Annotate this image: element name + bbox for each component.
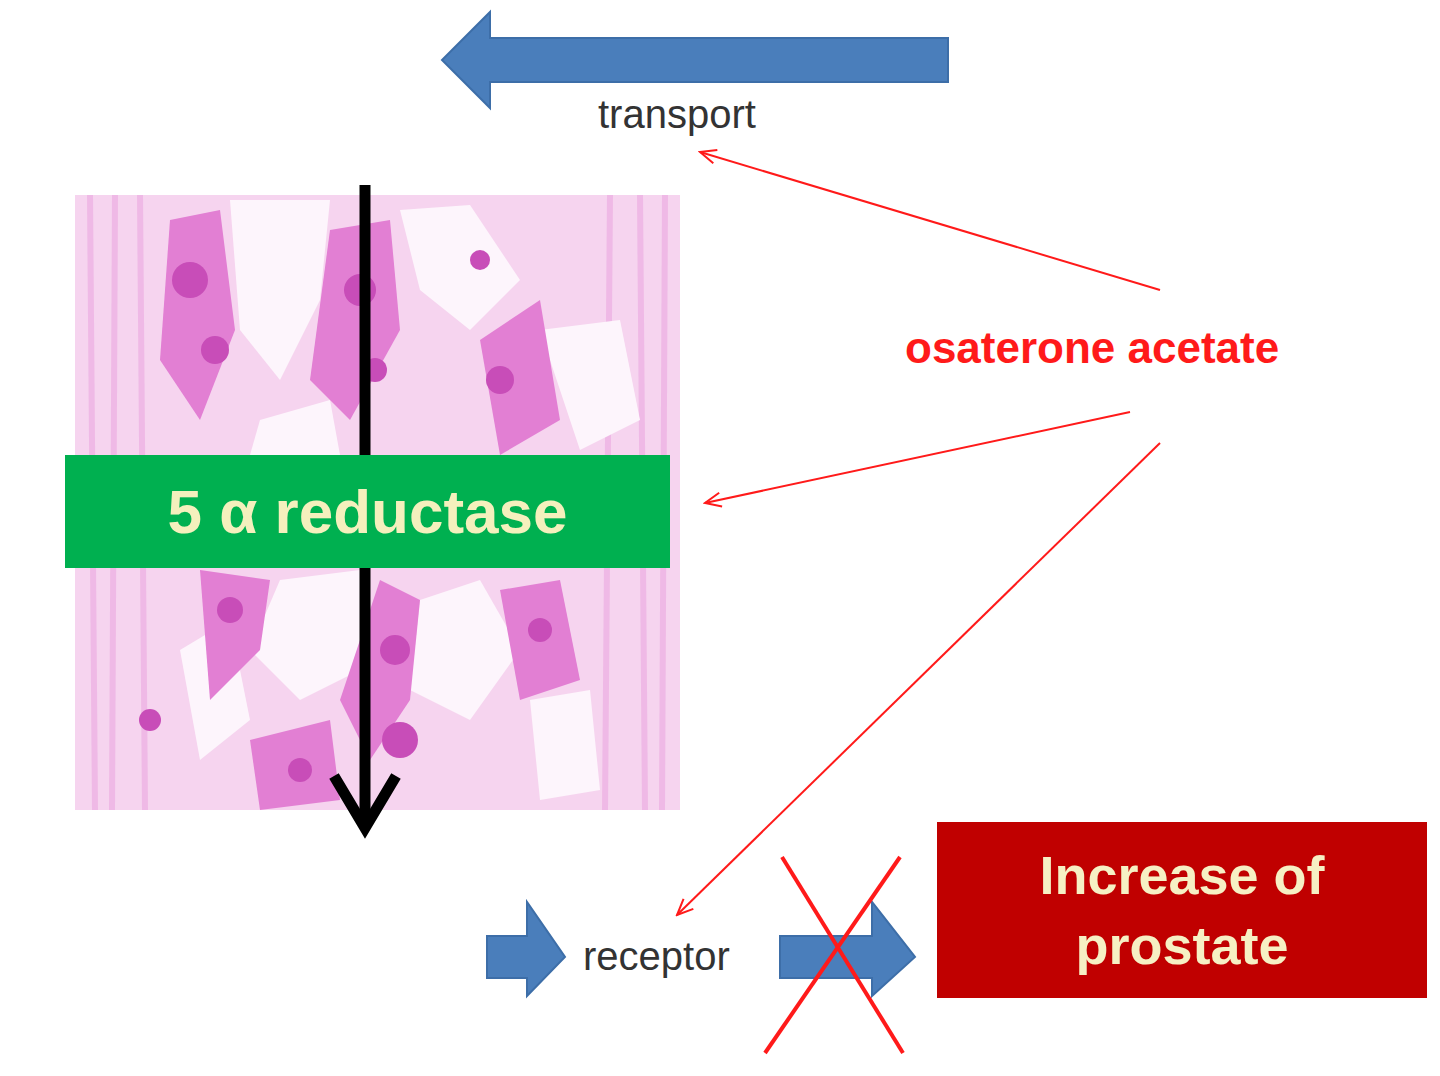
box-text: 5 α reductase [168, 476, 568, 547]
block-cross [765, 857, 903, 1053]
inhibition-arrows [677, 152, 1160, 915]
transport-label: transport [598, 90, 756, 138]
enzyme-box: 5 α reductase [65, 455, 670, 568]
box-text: Increase of prostate [961, 840, 1403, 980]
drug-label: osaterone acetate [905, 322, 1279, 375]
effect-box: Increase of prostate [937, 822, 1427, 998]
receptor-arrows [487, 902, 915, 996]
receptor-label: receptor [583, 932, 730, 980]
